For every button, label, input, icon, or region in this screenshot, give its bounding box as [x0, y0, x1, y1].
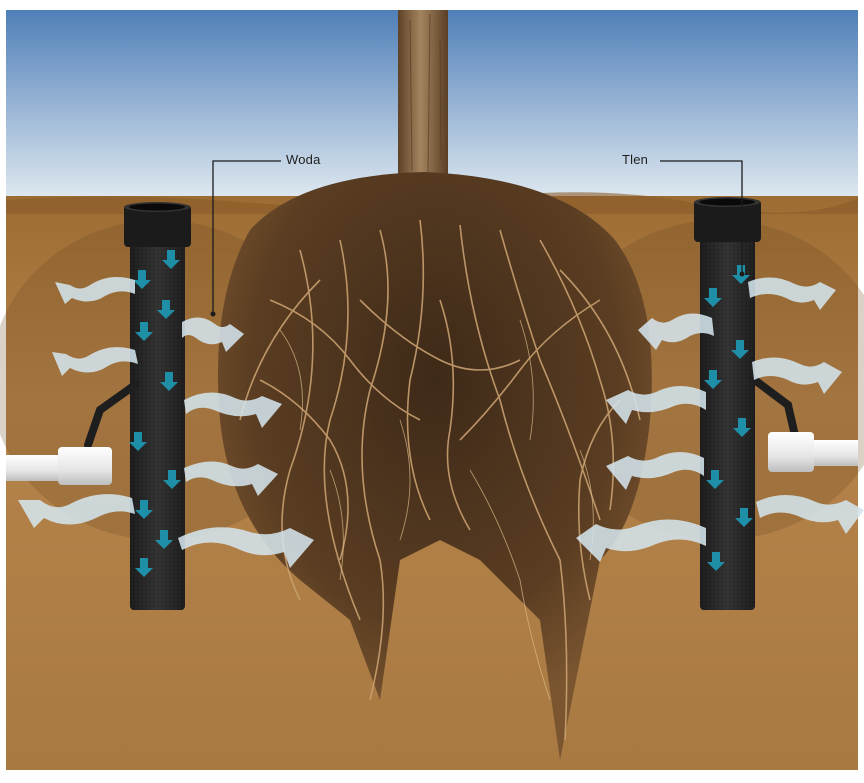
oxygen-label: Tlen	[622, 152, 648, 167]
water-label: Woda	[286, 152, 321, 167]
aeration-tube-left	[124, 202, 191, 610]
tree-trunk	[398, 10, 448, 185]
